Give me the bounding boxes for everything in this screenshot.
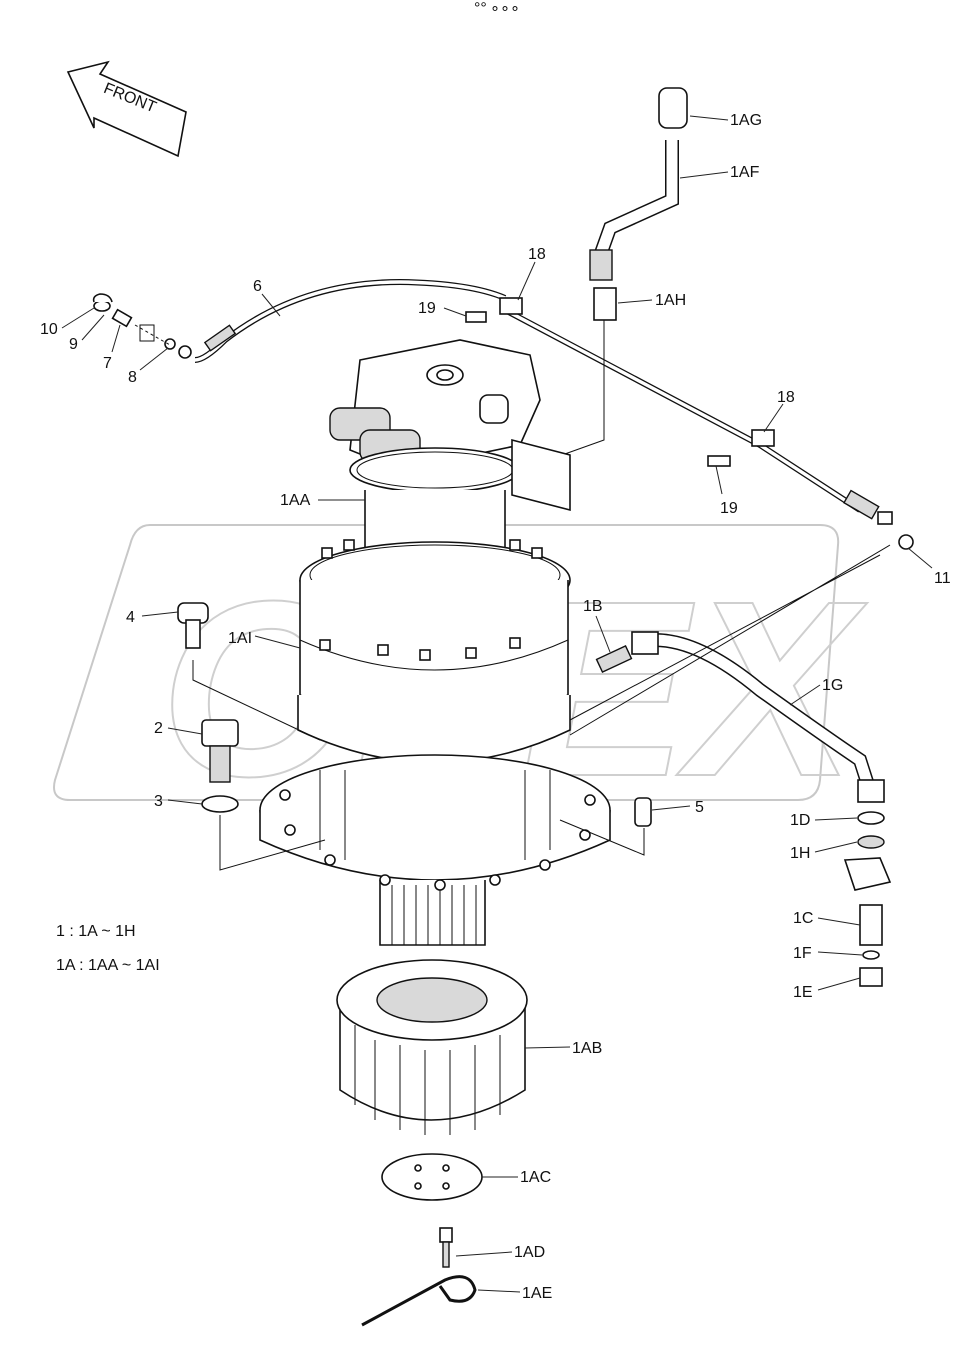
hose-1g: [569, 544, 891, 788]
leader-lines: [61, 115, 933, 1293]
bolts-19: [465, 311, 731, 467]
callout-1ab: 1AB: [572, 1040, 602, 1057]
callout-1b: 1B: [583, 598, 603, 615]
callout-1g: 1G: [822, 677, 843, 694]
fittings-right: [843, 779, 892, 987]
callout-19-right: 19: [720, 500, 738, 517]
notes: 1 : 1A ~ 1H 1A : 1AA ~ 1AI: [56, 923, 160, 974]
callout-1ad: 1AD: [514, 1244, 545, 1261]
callout-1ag: 1AG: [730, 112, 762, 129]
callout-1ae: 1AE: [522, 1285, 552, 1302]
callout-1e: 1E: [793, 984, 813, 1001]
pipe-long: [499, 297, 914, 550]
pipe-1af-group: [519, 87, 688, 471]
note-line-1: 1 : 1A ~ 1H: [56, 923, 136, 940]
header-mark: °° ∘∘∘: [474, 0, 520, 17]
ring-gear-1ab: [336, 959, 528, 1135]
callout-1ai: 1AI: [228, 630, 252, 647]
callout-labels: 1AG 1AF 18 6 1AH 19 10 9 7 8 18 19 1AA 1…: [40, 112, 951, 1302]
callout-5: 5: [695, 799, 704, 816]
callout-1h: 1H: [790, 845, 810, 862]
callout-2: 2: [154, 720, 163, 737]
callout-18-right: 18: [777, 389, 795, 406]
callout-9: 9: [69, 336, 78, 353]
callout-11: 11: [934, 570, 951, 587]
callout-7: 7: [103, 355, 112, 372]
note-line-2: 1A : 1AA ~ 1AI: [56, 957, 160, 974]
callout-6: 6: [253, 278, 262, 295]
fittings-left: [92, 293, 171, 346]
bolt-1ad: [439, 1227, 453, 1268]
wire-1ae: [361, 1275, 477, 1327]
callout-1ah: 1AH: [655, 292, 686, 309]
callout-10: 10: [40, 321, 58, 338]
callout-3: 3: [154, 793, 163, 810]
callout-1aa: 1AA: [280, 492, 311, 509]
callout-4: 4: [126, 609, 135, 626]
callout-1ac: 1AC: [520, 1169, 551, 1186]
callout-1d: 1D: [790, 812, 810, 829]
callout-18-top: 18: [528, 246, 546, 263]
callout-8: 8: [128, 369, 137, 386]
callout-1af: 1AF: [730, 164, 760, 181]
callout-1c: 1C: [793, 910, 813, 927]
callout-1f: 1F: [793, 945, 812, 962]
swing-motor: [259, 339, 611, 946]
plate-1ac: [381, 1153, 483, 1201]
small-parts: [177, 602, 652, 871]
hose-6: [164, 278, 507, 363]
callout-19-top: 19: [418, 300, 436, 317]
front-arrow: FRONT: [66, 60, 187, 158]
